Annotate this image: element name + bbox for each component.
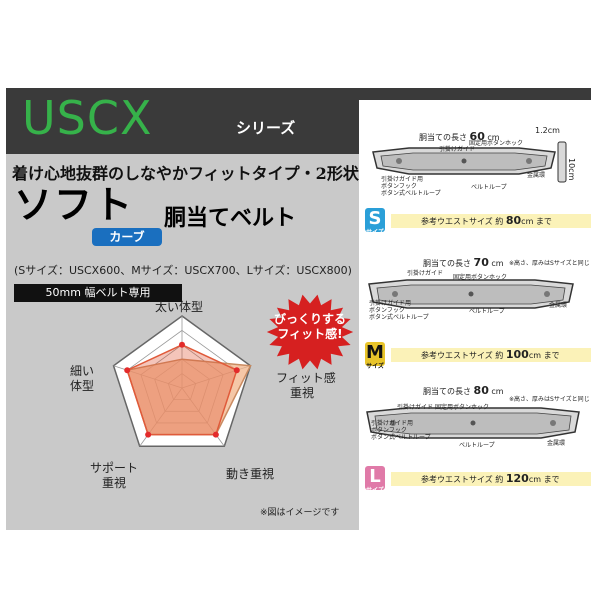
radar-point [212, 431, 219, 438]
size-block-m: 胴当ての長さ 70 cm ※高さ、厚みはSサイズと同じ 引掛けガイド 固定用ボタ… [359, 256, 591, 376]
shape-badge: カーブ [92, 228, 162, 246]
title-band [6, 88, 359, 154]
part-label-guide-hook: 引掛けガイド用ボタンフックボタン式ベルトループ [381, 176, 441, 197]
waist-size-l: 参考ウエストサイズ 約 120cm まで [391, 472, 591, 486]
part-label-ring: 金属環 [527, 172, 546, 179]
side-width: 1.2cm [535, 126, 560, 135]
length-label: 胴当ての長さ [423, 259, 471, 268]
part-label-guide-hook: 引掛けガイド用ボタンフックボタン式ベルトループ [371, 420, 431, 441]
callout-line-1: びっくりする [273, 312, 346, 326]
radar-label-top: 太い体型 [155, 300, 204, 314]
belt-diagram-m [368, 279, 574, 309]
part-label-loop: ベルトループ [471, 184, 507, 191]
length-unit: cm [491, 387, 504, 396]
radar-point [145, 431, 152, 438]
radar-point [233, 367, 240, 374]
width-badge: 50mm 幅ベルト専用 [14, 284, 182, 302]
part-label-hook: 固定用ボタンホック [469, 140, 524, 147]
length-unit: cm [487, 133, 500, 142]
part-label-loop: ベルトループ [469, 308, 505, 315]
radar-point [179, 341, 185, 348]
radar-label-left-2: 体型 [70, 379, 95, 393]
radar-label-right-1: フィット感 [276, 371, 336, 385]
belt-diagram-s [372, 147, 556, 175]
radar-series-1 [126, 343, 238, 436]
callout-text: びっくりする フィット感! [268, 312, 352, 342]
part-label-loop: ベルトループ [459, 442, 495, 449]
radar-label-left-1: 細い [70, 364, 95, 378]
length-value: 80 [473, 384, 489, 397]
length-label: 胴当ての長さ [419, 133, 467, 142]
right-title-band [359, 88, 591, 100]
radar-series [126, 343, 252, 436]
series-name: USCX [22, 91, 153, 145]
part-label-ring: 金属環 [549, 302, 568, 309]
part-label-guide: 引掛けガイド [407, 270, 444, 277]
waist-size-s: 参考ウエストサイズ 約 80cm まで [391, 214, 591, 228]
belt-diagram-l [366, 407, 580, 439]
waist-size-m: 参考ウエストサイズ 約 100cm まで [391, 348, 591, 362]
size-block-l: 胴当ての長さ 80 cm ※高さ、厚みはSサイズと同じ 引掛けガイド 固定用ボタ… [359, 384, 591, 498]
callout-burst [266, 294, 354, 370]
series-suffix: シリーズ [236, 119, 296, 137]
image-note: ※図はイメージです [260, 508, 340, 518]
part-label-guide-hook: 引掛けガイド用ボタンフックボタン式ベルトループ [369, 300, 429, 321]
part-label-hook: 固定用ボタンホック [435, 404, 490, 411]
radar-point [124, 367, 131, 374]
belt-side-view [557, 141, 567, 183]
length-label: 胴当ての長さ [423, 387, 471, 396]
radar-points [124, 341, 240, 438]
radar-label-bottom-left-1: サポート [90, 461, 139, 475]
radar-chart [112, 315, 252, 447]
length-unit: cm [491, 259, 504, 268]
radar-label-bottom-right: 動き重視 [226, 467, 275, 481]
product-main-name: ソフト [14, 183, 135, 227]
size-block-s: 胴当ての長さ 60 cm 1.2cm 10cm 引掛けガイド 固定用ボタンホック… [359, 100, 591, 240]
part-label-guide: 引掛けガイド [397, 404, 434, 411]
size-note: ※高さ、厚みはSサイズと同じ [509, 396, 590, 403]
callout-line-2: フィット感! [277, 327, 343, 341]
model-list: (Sサイズ：USCX600、Mサイズ：USCX700、Lサイズ：USCX800) [14, 264, 352, 277]
part-label-guide: 引掛けガイド [439, 146, 476, 153]
product-sub-name: 胴当てベルト [164, 206, 297, 231]
radar-label-right-2: 重視 [290, 386, 315, 400]
length-value: 70 [473, 256, 489, 269]
part-label-ring: 金属環 [547, 440, 566, 447]
radar-label-bottom-left-2: 重視 [102, 476, 127, 490]
size-panel: 胴当ての長さ 60 cm 1.2cm 10cm 引掛けガイド 固定用ボタンホック… [359, 100, 591, 498]
part-label-hook: 固定用ボタンホック [453, 274, 508, 281]
side-height: 10cm [567, 158, 576, 181]
size-note: ※高さ、厚みはSサイズと同じ [509, 260, 590, 267]
length-value: 60 [469, 130, 485, 143]
tagline: 着け心地抜群のしなやかフィットタイプ・2形状 [12, 164, 359, 183]
